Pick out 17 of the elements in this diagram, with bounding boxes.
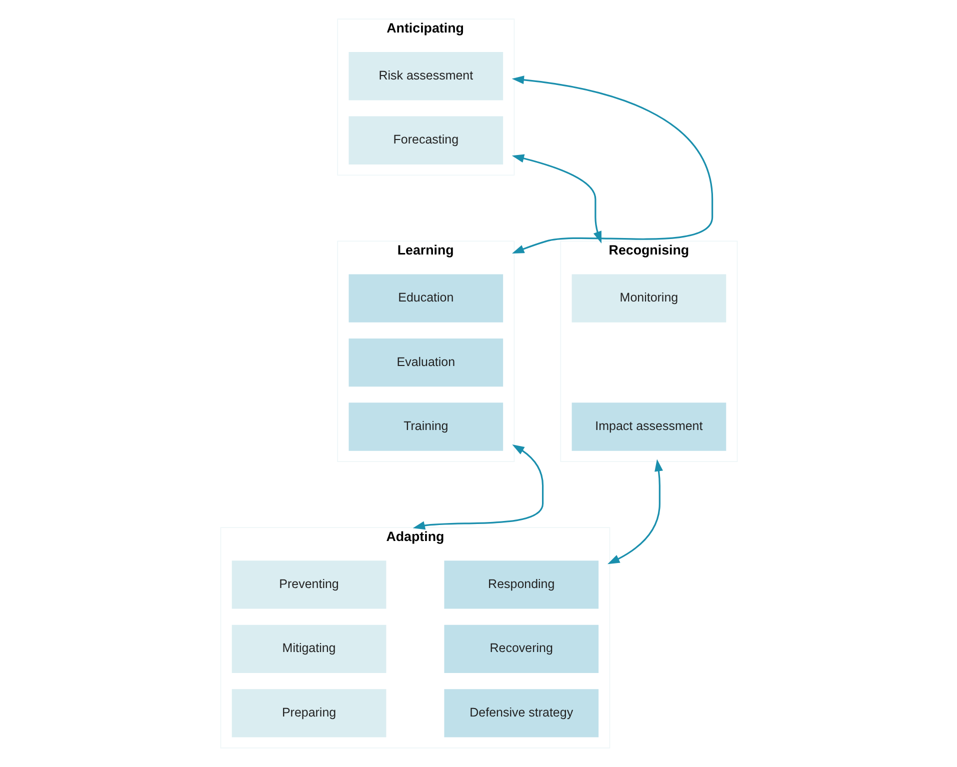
node-box: Defensive strategy <box>444 689 598 738</box>
node-box: Forecasting <box>348 116 503 164</box>
node-box: Responding <box>444 560 598 609</box>
node-box: Preparing <box>231 689 386 738</box>
node-box: Education <box>348 274 503 322</box>
node-box: Recovering <box>444 624 598 674</box>
arrow <box>511 76 713 254</box>
arrow <box>412 444 544 530</box>
node-box: Evaluation <box>348 338 503 387</box>
node-box: Mitigating <box>231 624 386 674</box>
node-box: Impact assessment <box>571 402 726 451</box>
node-box: Monitoring <box>571 274 726 322</box>
arrow <box>511 154 601 244</box>
arrow <box>607 459 662 564</box>
node-box: Training <box>348 402 503 451</box>
node-box: Risk assessment <box>348 52 503 100</box>
node-box: Preventing <box>231 560 386 609</box>
